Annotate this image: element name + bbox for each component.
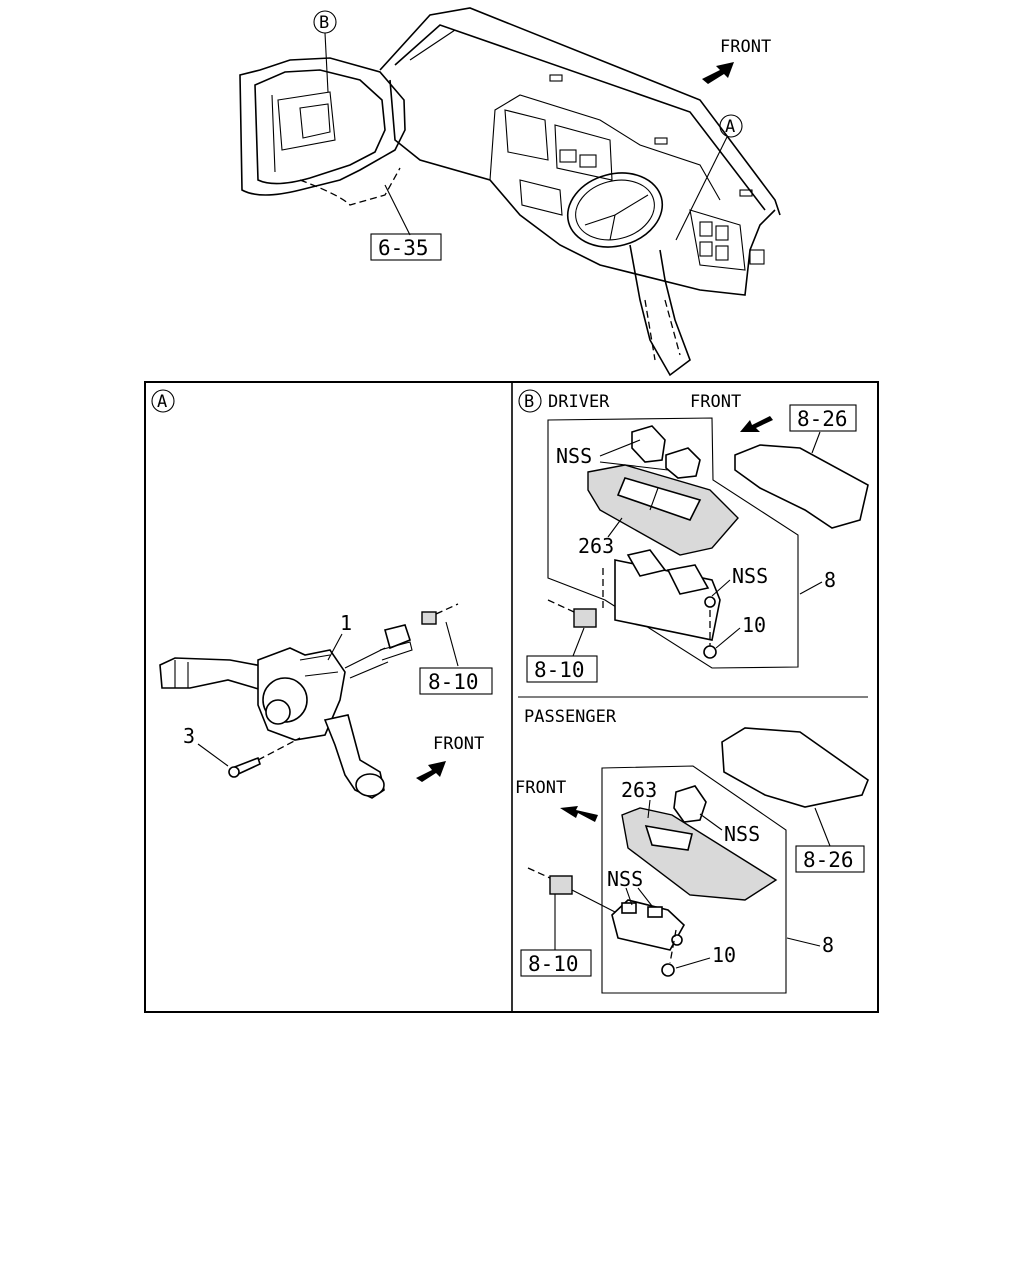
panel-b-passenger: PASSENGER FRONT 8-26 NSS 263 NSS 10 xyxy=(515,707,869,994)
ref-box-6-35: 6-35 xyxy=(378,236,429,260)
driver-ref-8-26: 8-26 xyxy=(797,407,848,431)
driver-front-arrow-icon xyxy=(740,416,773,432)
panel-a-ref-8-10: 8-10 xyxy=(428,670,479,694)
panel-a-front-arrow-icon xyxy=(416,761,446,782)
panel-b-driver: B DRIVER FRONT 8-26 NSS 263 NSS 10 xyxy=(518,389,869,683)
passenger-263-label: 263 xyxy=(621,778,657,802)
driver-title: DRIVER xyxy=(548,392,610,412)
overview-ref-6-35: 6-35 xyxy=(370,184,442,261)
driver-front-label: FRONT xyxy=(690,392,741,412)
panel-a-front-label: FRONT xyxy=(433,734,484,754)
passenger-nss-right-label: NSS xyxy=(724,822,760,846)
overview-front-indicator: FRONT xyxy=(702,37,771,84)
part-3-label: 3 xyxy=(183,724,195,748)
panel-a-callout: A xyxy=(157,392,167,412)
passenger-ref-8-26: 8-26 xyxy=(803,848,854,872)
driver-screw-10 xyxy=(703,645,717,659)
passenger-nss-switch-1 xyxy=(673,785,707,823)
passenger-front-label: FRONT xyxy=(515,778,566,798)
front-arrow-icon xyxy=(702,62,734,84)
connector-block xyxy=(421,611,437,625)
passenger-8-label: 8 xyxy=(822,933,834,957)
driver-8-label: 8 xyxy=(824,568,836,592)
driver-nss-switch-2 xyxy=(665,447,701,479)
callout-a-label: A xyxy=(725,117,735,137)
part-1-label: 1 xyxy=(340,611,352,635)
passenger-trim-panel xyxy=(721,727,869,808)
driver-trim-panel xyxy=(734,444,869,529)
passenger-nss-left-label: NSS xyxy=(607,867,643,891)
driver-10-label: 10 xyxy=(742,613,766,637)
driver-263-label: 263 xyxy=(578,534,614,558)
detail-frame xyxy=(144,381,879,1013)
panel-a: A 1 3 8-10 FRONT xyxy=(151,389,493,799)
driver-ref-8-10: 8-10 xyxy=(534,658,585,682)
driver-nss-top-label: NSS xyxy=(556,444,592,468)
passenger-title: PASSENGER xyxy=(524,707,617,727)
overview-callout-b: B xyxy=(313,10,337,93)
passenger-connector-block xyxy=(549,875,573,895)
overview-callout-a: A xyxy=(675,114,743,241)
driver-nss-switch-1 xyxy=(631,425,666,463)
passenger-screw-10 xyxy=(661,963,675,977)
passenger-ref-8-10: 8-10 xyxy=(528,952,579,976)
passenger-10-label: 10 xyxy=(712,943,736,967)
driver-connector-block xyxy=(573,608,597,628)
harness-connector xyxy=(384,624,411,650)
driver-nss-right-label: NSS xyxy=(732,564,768,588)
callout-b-label: B xyxy=(319,13,329,33)
front-label: FRONT xyxy=(720,37,771,57)
driver-switch-unit xyxy=(614,559,721,641)
instrument-panel-overview xyxy=(239,7,781,377)
panel-b-callout: B xyxy=(524,392,534,412)
passenger-front-arrow-icon xyxy=(560,806,598,822)
